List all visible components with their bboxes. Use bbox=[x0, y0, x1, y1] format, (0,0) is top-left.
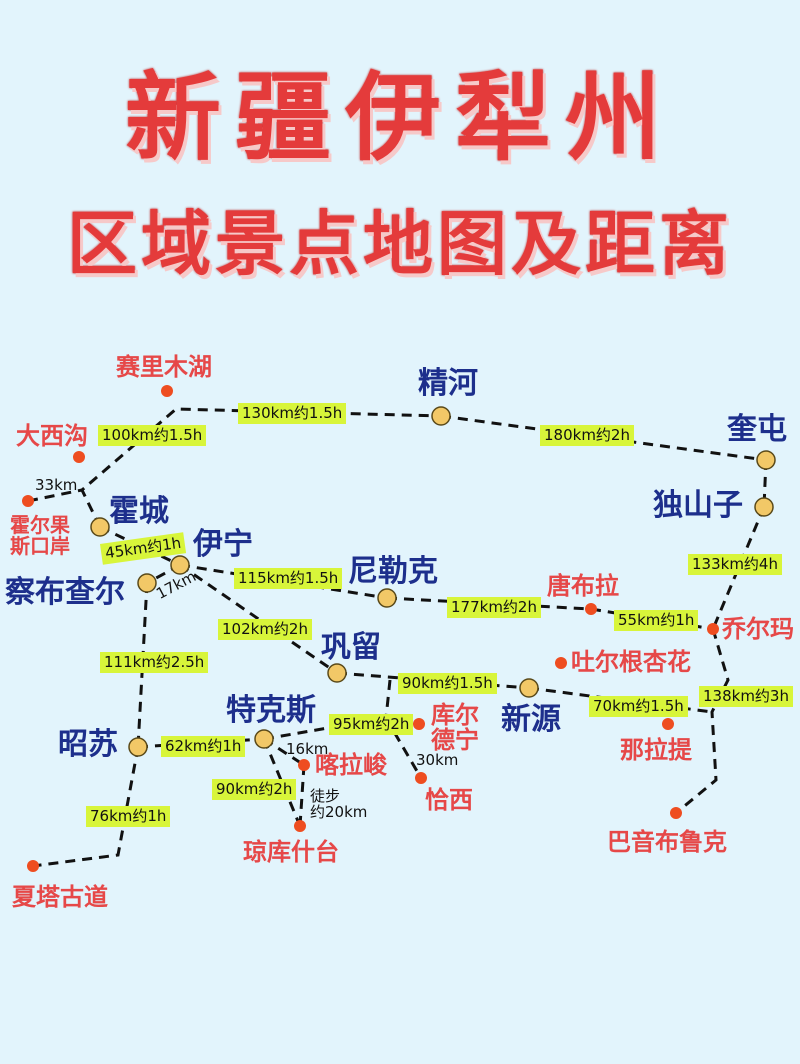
city-node-chabuchaer bbox=[137, 573, 157, 593]
spot-label-nalati[interactable]: 那拉提 bbox=[620, 736, 692, 764]
spot-label-daxigou[interactable]: 大西沟 bbox=[16, 422, 88, 450]
city-node-xinyuan bbox=[519, 678, 539, 698]
distance-gongliu-xinyuan: 90km约1.5h bbox=[398, 673, 497, 694]
spot-node-qiaxi bbox=[415, 772, 427, 784]
city-label-nileke[interactable]: 尼勒克 bbox=[348, 554, 438, 589]
route-qiaoerma-bayinbuluke bbox=[675, 628, 730, 815]
route-chabuchaer-zhaosu bbox=[136, 582, 149, 748]
spot-node-xiatagudao bbox=[27, 860, 39, 872]
spot-label-horgos-line2: 斯口岸 bbox=[10, 534, 70, 558]
distance-kuerdening-qiaxi: 30km bbox=[416, 751, 459, 769]
spot-label-sailimuhu[interactable]: 赛里木湖 bbox=[116, 353, 212, 381]
city-label-chabuchaer[interactable]: 察布查尔 bbox=[5, 575, 125, 610]
city-label-gongliu[interactable]: 巩留 bbox=[321, 630, 381, 665]
distance-nileke-tangbula: 177km约2h bbox=[447, 597, 541, 618]
distance-zhaosu-tekesi: 62km约1h bbox=[161, 736, 246, 757]
spot-label-horgos-line1: 霍尔果 bbox=[10, 513, 70, 537]
spot-node-nalati bbox=[662, 718, 674, 730]
spot-node-daxigou bbox=[73, 451, 85, 463]
route-horgos bbox=[27, 488, 83, 503]
distance-huocheng-sailimuhu: 100km约1.5h bbox=[98, 425, 207, 446]
city-node-dushanzi bbox=[754, 497, 774, 517]
distance-jinghe-kuitun: 180km约2h bbox=[540, 425, 634, 446]
city-label-tekesi[interactable]: 特克斯 bbox=[226, 693, 316, 728]
spot-label-horgos[interactable]: 霍尔果 斯口岸 bbox=[10, 515, 70, 557]
route-yining-gongliu bbox=[179, 563, 338, 675]
distance-tekesi-qiongkushitai: 90km约2h bbox=[212, 779, 297, 800]
distance-zhaosu-xiatagudao: 76km约1h bbox=[86, 806, 171, 827]
distance-yining-nileke: 115km约1.5h bbox=[234, 568, 343, 589]
spot-node-kuerdening bbox=[413, 718, 425, 730]
distance-kalajun-qiongkushitai-line1: 徒步 bbox=[310, 787, 341, 805]
spot-node-qiongkushitai bbox=[294, 820, 306, 832]
distance-kalajun-qiongkushitai: 徒步 约20km bbox=[310, 787, 368, 821]
spot-label-qiongkushitai[interactable]: 琼库什台 bbox=[243, 838, 339, 866]
route-gongliu-down bbox=[384, 679, 392, 719]
city-node-nileke bbox=[377, 588, 397, 608]
distance-yining-gongliu: 102km约2h bbox=[218, 619, 312, 640]
route-kuerdening-qiaxi bbox=[384, 717, 423, 779]
city-label-kuitun[interactable]: 奎屯 bbox=[727, 412, 787, 447]
map-title: 新疆伊犁州 bbox=[125, 62, 675, 174]
spot-label-kuerdening[interactable]: 库尔 德宁 bbox=[431, 701, 479, 755]
spot-label-kuerdening-line2: 德宁 bbox=[431, 726, 479, 755]
city-label-jinghe[interactable]: 精河 bbox=[418, 366, 478, 401]
spot-label-bayinbuluke[interactable]: 巴音布鲁克 bbox=[607, 828, 727, 856]
distance-xinyuan-nalati: 70km约1.5h bbox=[589, 696, 688, 717]
city-label-zhaosu[interactable]: 昭苏 bbox=[58, 727, 118, 762]
spot-node-bayinbuluke bbox=[670, 807, 682, 819]
city-node-yining bbox=[170, 555, 190, 575]
spot-node-horgos bbox=[22, 495, 34, 507]
city-node-kuitun bbox=[756, 450, 776, 470]
spot-node-tuergen bbox=[555, 657, 567, 669]
map-subtitle: 区域景点地图及距离 bbox=[67, 203, 733, 285]
spot-node-tangbula bbox=[585, 603, 597, 615]
city-node-tekesi bbox=[254, 729, 274, 749]
distance-tekesi-kuerdening: 95km约2h bbox=[329, 714, 414, 735]
city-label-dushanzi[interactable]: 独山子 bbox=[653, 488, 743, 523]
distance-tekesi-kalajun: 16km bbox=[286, 740, 329, 758]
city-label-huocheng[interactable]: 霍城 bbox=[109, 494, 169, 529]
distance-sailimuhu-jinghe: 130km约1.5h bbox=[238, 403, 347, 424]
spot-label-qiaxi[interactable]: 恰西 bbox=[425, 786, 473, 814]
route-gongliu-xinyuan bbox=[336, 671, 530, 690]
spot-node-qiaoerma bbox=[707, 623, 719, 635]
city-node-gongliu bbox=[327, 663, 347, 683]
city-node-zhaosu bbox=[128, 737, 148, 757]
route-dushanzi-qiaoerma bbox=[711, 506, 766, 630]
spot-label-kalajun[interactable]: 喀拉峻 bbox=[315, 751, 387, 779]
spot-label-qiaoerma[interactable]: 乔尔玛 bbox=[722, 615, 794, 643]
spot-label-tuergen[interactable]: 吐尔根杏花 bbox=[571, 648, 691, 676]
route-jinghe-kuitun bbox=[440, 414, 767, 462]
spot-node-sailimuhu bbox=[161, 385, 173, 397]
city-node-huocheng bbox=[90, 517, 110, 537]
city-label-xinyuan[interactable]: 新源 bbox=[501, 702, 561, 737]
spot-label-tangbula[interactable]: 唐布拉 bbox=[547, 572, 619, 600]
route-lines bbox=[27, 407, 768, 868]
distance-horgos-junction: 33km bbox=[35, 476, 78, 494]
city-node-jinghe bbox=[431, 406, 451, 426]
distance-tangbula-qiaoerma: 55km约1h bbox=[614, 610, 699, 631]
spot-label-kuerdening-line1: 库尔 bbox=[431, 701, 479, 729]
route-huocheng-yining bbox=[99, 525, 181, 567]
spot-node-kalajun bbox=[298, 759, 310, 771]
route-zhaosu-xiata bbox=[32, 746, 140, 868]
spot-label-xiatagudao[interactable]: 夏塔古道 bbox=[12, 883, 108, 911]
distance-kalajun-qiongkushitai-line2: 约20km bbox=[310, 802, 368, 821]
distance-dushanzi-qiaoerma: 133km约4h bbox=[688, 554, 782, 575]
distance-qiaoerma-bayinbuluke: 138km约3h bbox=[699, 686, 793, 707]
city-label-yining[interactable]: 伊宁 bbox=[193, 527, 253, 562]
route-kalajun-qiongkushitai bbox=[298, 764, 306, 827]
distance-chabuchaer-zhaosu: 111km约2.5h bbox=[100, 652, 209, 673]
